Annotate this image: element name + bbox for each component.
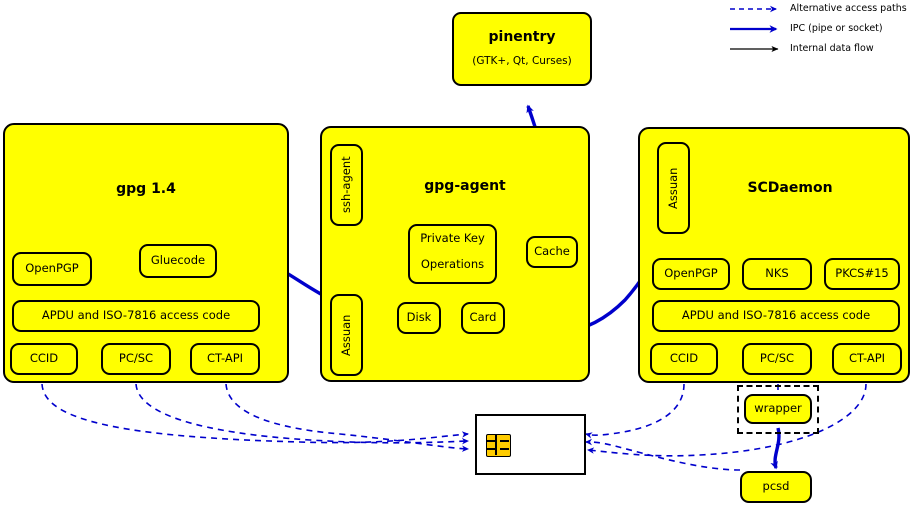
gpg-module-gluecode[interactable] <box>139 244 217 278</box>
alt-path-gpg-pcsc-to-card <box>135 383 469 445</box>
alt-path-scd-ctapi-to-card <box>587 383 867 457</box>
scdaemon-module-pkcs15-label: PKCS#15 <box>835 266 889 281</box>
gpg-module-apdu-label: APDU and ISO-7816 access code <box>41 308 231 323</box>
scdaemon-module-ctapi-label: CT-API <box>848 351 886 366</box>
pinentry-title: pinentry <box>488 28 556 45</box>
agent-module-ssh-agent-label: ssh-agent <box>338 156 353 214</box>
gpg-module-apdu[interactable] <box>12 300 260 332</box>
gpg-module-ccid-label: CCID <box>29 351 59 366</box>
smartcard-chip-line-h2 <box>486 448 495 450</box>
agent-module-assuan-label: Assuan <box>338 314 353 356</box>
gpg-module-pcsc[interactable] <box>101 343 171 375</box>
wrapper-dashed-region <box>737 385 819 434</box>
agent-title: gpg-agent <box>424 177 506 194</box>
wrapper-box[interactable] <box>744 394 812 424</box>
scdaemon-module-nks[interactable] <box>742 258 812 290</box>
smartcard-chip-line-v <box>495 434 497 455</box>
agent-module-ssh-agent[interactable] <box>330 144 363 226</box>
gpg-module-ctapi[interactable] <box>190 343 260 375</box>
gpg-module-gluecode-label: Gluecode <box>150 253 206 268</box>
agent-module-disk-label: Disk <box>406 310 432 325</box>
pcsd-box[interactable] <box>740 471 812 503</box>
alt-path-scd-ccid-to-card <box>585 383 685 439</box>
smartcard-chip-line-h3 <box>500 440 509 442</box>
alt-path-pcsd-to-card <box>585 438 741 471</box>
scdaemon-module-nks-label: NKS <box>765 266 789 281</box>
scdaemon-module-apdu[interactable] <box>652 300 900 332</box>
scdaemon-module-pcsc-label: PC/SC <box>759 351 795 366</box>
scdaemon-module-pcsc[interactable] <box>742 343 812 375</box>
scdaemon-module-pkcs15[interactable] <box>824 258 900 290</box>
scdaemon-module-ccid[interactable] <box>650 343 718 375</box>
alt-path-gpg-ccid-to-card <box>41 383 469 444</box>
wrapper-label: wrapper <box>754 401 802 416</box>
smartcard-chip-line-h4 <box>500 448 509 450</box>
agent-module-assuan[interactable] <box>330 294 363 376</box>
scdaemon-module-openpgp[interactable] <box>652 258 730 290</box>
pinentry-subtitle: (GTK+, Qt, Curses) <box>472 54 572 67</box>
agent-module-cache[interactable] <box>526 236 578 268</box>
agent-module-cache-label: Cache <box>534 244 570 259</box>
pcsd-label: pcsd <box>762 479 790 494</box>
scdaemon-module-apdu-label: APDU and ISO-7816 access code <box>681 308 871 323</box>
gpg-title: gpg 1.4 <box>116 180 176 197</box>
scdaemon-module-assuan[interactable] <box>657 142 690 234</box>
scdaemon-module-assuan-label: Assuan <box>665 167 680 209</box>
gpg-module-openpgp-label: OpenPGP <box>25 261 79 276</box>
alt-path-gpg-ctapi-to-card <box>225 383 469 452</box>
ipc-wrapper-to-pcsd <box>770 427 781 470</box>
gpg-module-pcsc-label: PC/SC <box>118 351 154 366</box>
smartcard-chip-line-h1 <box>486 440 495 442</box>
legend-label-alt-access: Alternative access paths <box>790 3 907 14</box>
agent-module-card-label: Card <box>469 310 497 325</box>
legend-label-internal: Internal data flow <box>790 43 874 54</box>
smartcard-chip-icon <box>486 434 511 457</box>
scdaemon-module-openpgp-label: OpenPGP <box>664 266 718 281</box>
legend-label-ipc: IPC (pipe or socket) <box>790 23 883 34</box>
agent-module-disk[interactable] <box>397 302 441 334</box>
pinentry-box[interactable] <box>452 12 592 86</box>
agent-module-card[interactable] <box>461 302 505 334</box>
gpg-module-openpgp[interactable] <box>12 252 92 286</box>
scdaemon-title: SCDaemon <box>747 179 833 196</box>
agent-module-private-key-operations[interactable] <box>408 224 497 284</box>
scdaemon-module-ctapi[interactable] <box>832 343 902 375</box>
agent-module-private-key-line1: Private Key <box>420 231 485 246</box>
gpg-module-ccid[interactable] <box>10 343 78 375</box>
gpg-module-ctapi-label: CT-API <box>206 351 244 366</box>
agent-module-private-key-line2: Operations <box>420 257 485 272</box>
scdaemon-module-ccid-label: CCID <box>669 351 699 366</box>
